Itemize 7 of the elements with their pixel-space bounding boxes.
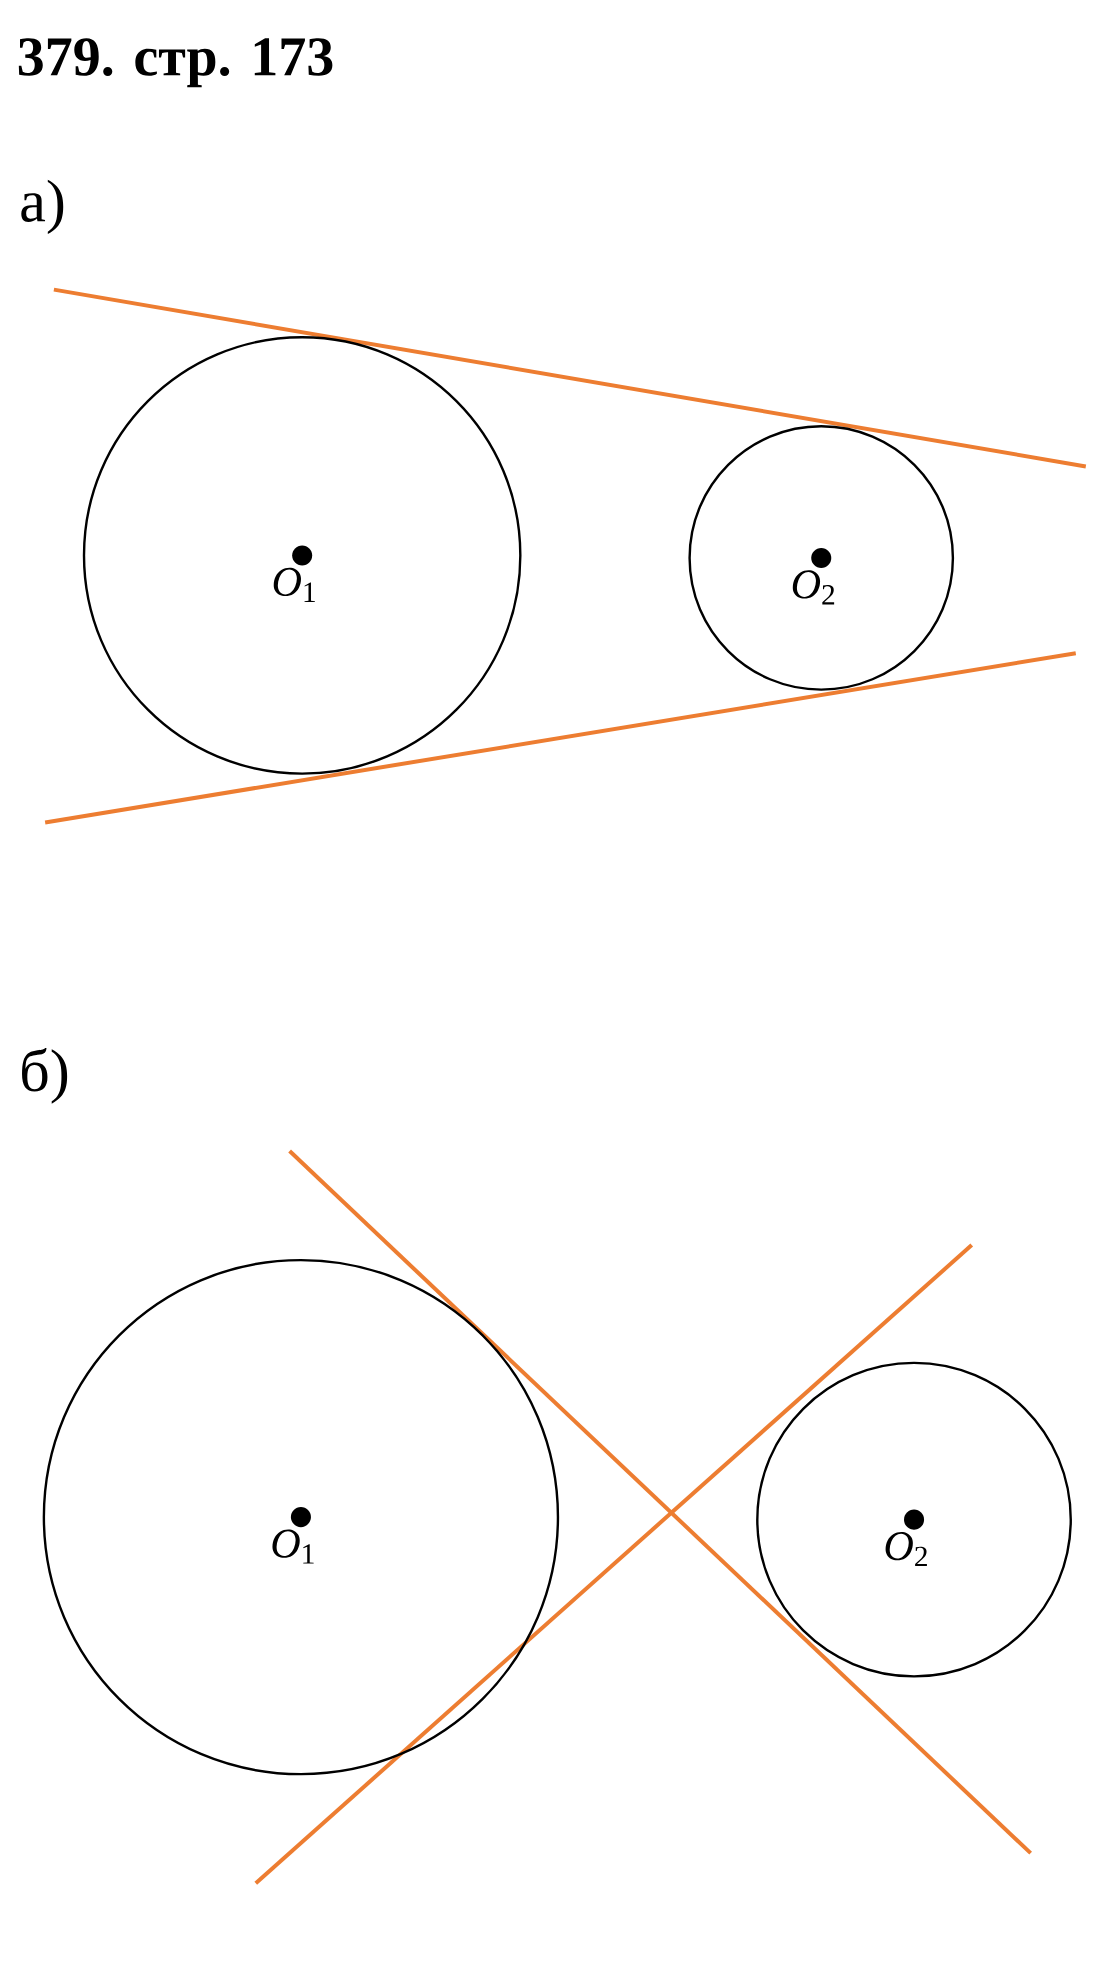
- title: 379. стр. 173: [19, 38, 333, 88]
- part-label: а): [21, 179, 64, 235]
- part-label: б): [22, 1047, 68, 1104]
- center-label: O$_{2}$: [885, 1532, 928, 1567]
- center-label: O$_{2}$: [793, 570, 835, 605]
- center-label: O$_{1}$: [272, 1529, 314, 1564]
- center-label: O$_{1}$: [273, 567, 316, 602]
